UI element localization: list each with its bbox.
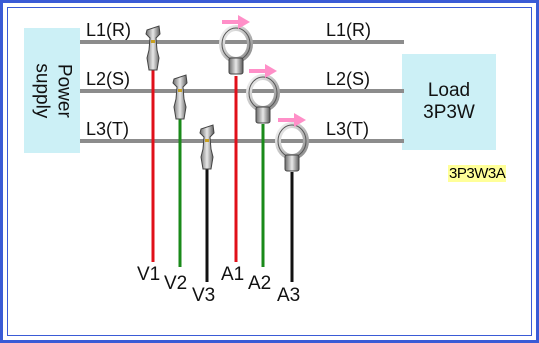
line-label-right-l1: L1(R) — [326, 20, 371, 40]
current-clamp-a1-icon — [219, 25, 253, 75]
voltage-clip-v1-icon — [145, 25, 161, 71]
load-line1: Load — [427, 80, 471, 102]
voltage-clip-v2-icon — [172, 74, 188, 120]
probe-label-v3: V3 — [192, 285, 215, 306]
line-label-left-l1: L1(R) — [86, 20, 131, 40]
probe-label-v1: V1 — [137, 264, 160, 285]
current-arrow-a2-icon — [249, 64, 277, 78]
current-arrow-a1-icon — [222, 15, 250, 29]
line-label-left-l3: L3(T) — [86, 119, 129, 139]
line-label-right-l2: L2(S) — [326, 69, 370, 89]
voltage-clip-v3-icon — [199, 124, 215, 170]
load-box: Load 3P3W — [402, 54, 496, 150]
current-arrow-a3-icon — [278, 113, 306, 127]
power-supply-box: Power supply — [24, 28, 80, 153]
current-clamp-a3-icon — [275, 122, 309, 172]
probe-label-v2: V2 — [164, 273, 187, 294]
probe-label-a3: A3 — [277, 285, 300, 306]
current-clamp-a2-icon — [246, 74, 280, 124]
wiring-mode-label: 3P3W3A — [448, 165, 507, 182]
probe-label-a1: A1 — [221, 264, 244, 285]
probe-label-a2: A2 — [248, 273, 271, 294]
line-label-left-l2: L2(S) — [86, 69, 130, 89]
line-label-right-l3: L3(T) — [326, 119, 369, 139]
load-line2: 3P3W — [423, 102, 475, 123]
diagram-inner-border — [7, 7, 532, 336]
